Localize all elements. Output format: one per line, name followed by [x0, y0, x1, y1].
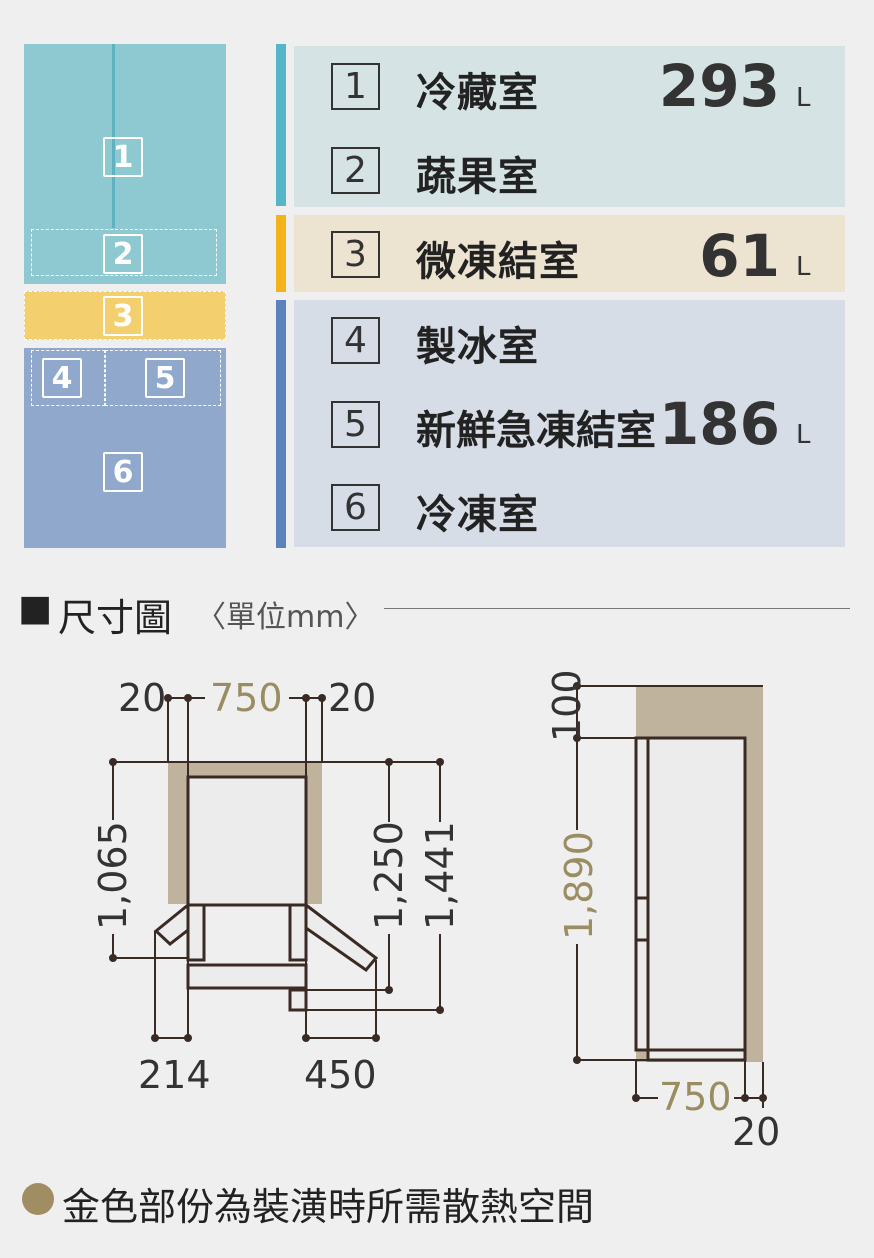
row-name-1: 冷藏室	[416, 70, 539, 116]
fridge-label-1: 1	[103, 137, 143, 177]
gold-dot-icon	[22, 1183, 54, 1215]
row-number-1: 1	[331, 63, 380, 110]
capacity-unit-refrigerator: L	[796, 83, 811, 113]
dim-right-door: 450	[304, 1053, 377, 1097]
group-bg-freezer	[294, 300, 845, 547]
row-name-2: 蔬果室	[416, 154, 539, 200]
row-number-4: 4	[331, 317, 380, 364]
fridge-lower-section	[24, 348, 226, 548]
capacity-unit-freezer: L	[796, 420, 811, 450]
top-view-left-door	[153, 901, 190, 946]
dim-height: 1,890	[557, 831, 601, 940]
side-view-drawing: 100 1,890 750 20	[545, 670, 780, 1150]
fridge-center-line	[112, 44, 115, 228]
row-number-2: 2	[331, 147, 380, 194]
dim-back-gap: 20	[732, 1110, 780, 1150]
group-bg-refrigerator	[294, 46, 845, 207]
fridge-section-5-outline	[105, 350, 221, 406]
row-name-5: 新鮮急凍結室	[416, 408, 656, 454]
fridge-section-3	[24, 291, 226, 340]
row-name-6: 冷凍室	[416, 492, 539, 538]
capacity-unit-soft-freeze: L	[796, 252, 811, 282]
footnote-text: 金色部份為裝潢時所需散熱空間	[62, 1185, 595, 1229]
heading-bullet-icon: ■	[18, 588, 53, 629]
row-number-5: 5	[331, 401, 380, 448]
fridge-label-3: 3	[103, 296, 143, 336]
heading-rule	[384, 608, 850, 609]
fridge-label-5: 5	[145, 358, 185, 398]
top-view-right-door	[304, 901, 379, 973]
dim-depth-1441: 1,441	[418, 821, 462, 930]
dim-depth-1250: 1,250	[367, 821, 411, 930]
top-view-body	[186, 775, 308, 907]
dim-left-door: 214	[138, 1053, 211, 1097]
heading-unit-note: 〈單位mm〉	[196, 600, 375, 635]
group-bg-soft-freeze	[294, 215, 845, 292]
group-bar-freezer	[276, 300, 286, 548]
top-view-drawing: 20 750 20 1,065 1,250 1,441 214 450	[91, 676, 462, 1097]
row-name-4: 製冰室	[416, 324, 539, 370]
side-view-body	[646, 736, 747, 1052]
capacity-value-soft-freeze: 61	[699, 222, 780, 290]
capacity-value-freezer: 186	[658, 390, 780, 458]
fridge-section-2-outline	[31, 229, 217, 276]
dim-right-gap: 20	[328, 676, 376, 720]
dim-left-gap: 20	[118, 676, 166, 720]
group-bar-refrigerator	[276, 44, 286, 206]
dim-top-clearance: 100	[545, 670, 589, 742]
row-number-6: 6	[331, 484, 380, 531]
fridge-label-6: 6	[103, 452, 143, 492]
row-number-3: 3	[331, 231, 380, 278]
fridge-section-4-outline	[31, 350, 105, 406]
fridge-label-4: 4	[42, 358, 82, 398]
heading-title: 尺寸圖	[58, 596, 173, 640]
top-view-drawer	[186, 963, 308, 990]
row-name-3: 微凍結室	[416, 239, 580, 285]
group-bar-soft-freeze	[276, 215, 286, 292]
dim-top-width: 750	[210, 676, 283, 720]
fridge-label-2: 2	[103, 234, 143, 274]
capacity-value-refrigerator: 293	[658, 52, 780, 120]
dim-side-depth: 750	[659, 1075, 732, 1119]
fridge-upper-section	[24, 44, 226, 284]
dim-depth-1065: 1,065	[91, 821, 135, 930]
